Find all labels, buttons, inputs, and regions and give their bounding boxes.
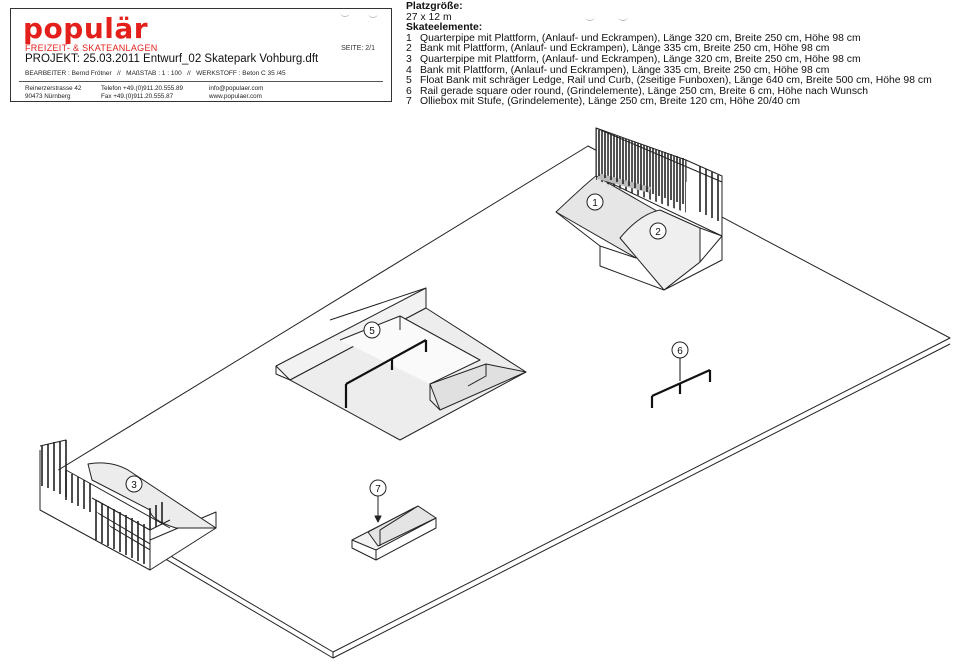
meta-separator: // <box>113 70 125 77</box>
spec-text: Bank mit Plattform, (Anlauf- und Eckramp… <box>420 64 830 76</box>
scan-mark <box>368 9 378 18</box>
spec-item: 1 Quarterpipe mit Plattform, (Anlauf- und… <box>406 32 951 45</box>
spec-number: 2 <box>406 43 412 55</box>
scan-mark <box>618 12 628 21</box>
callout-label: 2 <box>655 227 661 238</box>
spec-item: 3 Quarterpipe mit Plattform, (Anlauf- und… <box>406 53 951 66</box>
callout-label: 7 <box>375 484 381 495</box>
funbox-float-bank <box>275 287 527 441</box>
bearbeiter: BEARBEITER : Bernd Frötner <box>25 70 112 77</box>
address: Reinerzerstrasse 42 90473 Nürnberg <box>25 85 81 101</box>
ground-slab <box>41 145 951 659</box>
spec-text: Olliebox mit Stufe, (Grindelemente), Län… <box>420 96 801 108</box>
elements-heading: Skateelemente: <box>406 22 483 34</box>
callout-label: 5 <box>369 326 375 337</box>
divider <box>19 81 383 82</box>
spec-text: Bank mit Plattform, (Anlauf- und Eckramp… <box>420 43 830 55</box>
spec-text: Float Bank mit schräger Ledge, Rail und … <box>420 75 932 87</box>
meta-separator: // <box>183 70 195 77</box>
project-title: PROJEKT: 25.03.2011 Entwurf_02 Skatepark… <box>25 53 319 65</box>
web-contact: info@populaer.com www.populaer.com <box>209 85 263 101</box>
callout-label: 3 <box>131 480 137 491</box>
fax: Fax +49.(0)911.20.555.87 <box>101 93 174 100</box>
quarterpipe-bank-back <box>555 127 723 291</box>
meta-line: BEARBEITER : Bernd Frötner // MAßSTAB : … <box>25 70 286 77</box>
callout-6: 6 <box>671 341 689 359</box>
title-block: populär FREIZEIT- & SKATEANLAGEN SEITE: … <box>10 8 392 102</box>
page-number: SEITE: 2/1 <box>341 45 375 52</box>
spec-item: 7 Olliebox mit Stufe, (Grindelemente), Lä… <box>406 97 951 108</box>
website: www.populaer.com <box>209 93 262 100</box>
callout-label: 1 <box>592 198 598 209</box>
spec-number: 6 <box>406 85 412 97</box>
werkstoff: WERKSTOFF : Beton C 35 /45 <box>196 70 286 77</box>
scan-mark <box>340 8 350 17</box>
callout-5: 5 <box>363 321 381 339</box>
scan-mark <box>585 12 595 21</box>
city: 90473 Nürnberg <box>25 93 71 100</box>
spec-number: 7 <box>406 96 412 108</box>
spec-item: 4 Bank mit Plattform, (Anlauf- und Eckram… <box>406 64 951 77</box>
street: Reinerzerstrasse 42 <box>25 85 82 92</box>
size-value: 27 x 12 m <box>406 11 452 23</box>
email: info@populaer.com <box>209 85 264 92</box>
callout-2: 2 <box>649 222 667 240</box>
callout-label: 6 <box>677 346 683 357</box>
spec-number: 4 <box>406 64 412 76</box>
company-logo: populär <box>23 12 149 45</box>
callout-3: 3 <box>125 475 143 493</box>
spec-number: 3 <box>406 53 412 65</box>
olliebox <box>351 505 437 561</box>
size-heading: Platzgröße: <box>406 1 463 12</box>
grind-rail <box>650 355 712 408</box>
spec-item: 5 Float Bank mit schräger Ledge, Rail und… <box>406 76 951 87</box>
spec-item: 2 Bank mit Plattform, (Anlauf- und Eckram… <box>406 44 951 55</box>
company-subtitle: FREIZEIT- & SKATEANLAGEN <box>25 43 158 53</box>
spec-text: Rail gerade square oder round, (Grindele… <box>420 85 869 97</box>
quarterpipe-bank-front <box>39 439 217 571</box>
spec-number: 5 <box>406 75 412 87</box>
callout-1: 1 <box>586 193 604 211</box>
spec-text: Quarterpipe mit Plattform, (Anlauf- und … <box>420 32 861 44</box>
massstab: MAßSTAB : 1 : 100 <box>126 70 182 77</box>
spec-item: 6 Rail gerade square oder round, (Grindel… <box>406 85 951 98</box>
callout-7: 7 <box>369 479 387 523</box>
spec-number: 1 <box>406 32 412 44</box>
spec-text: Quarterpipe mit Plattform, (Anlauf- und … <box>420 53 861 65</box>
phone: Telefon +49.(0)911.20.555.89 <box>101 85 183 92</box>
phone-fax: Telefon +49.(0)911.20.555.89 Fax +49.(0)… <box>101 85 183 101</box>
